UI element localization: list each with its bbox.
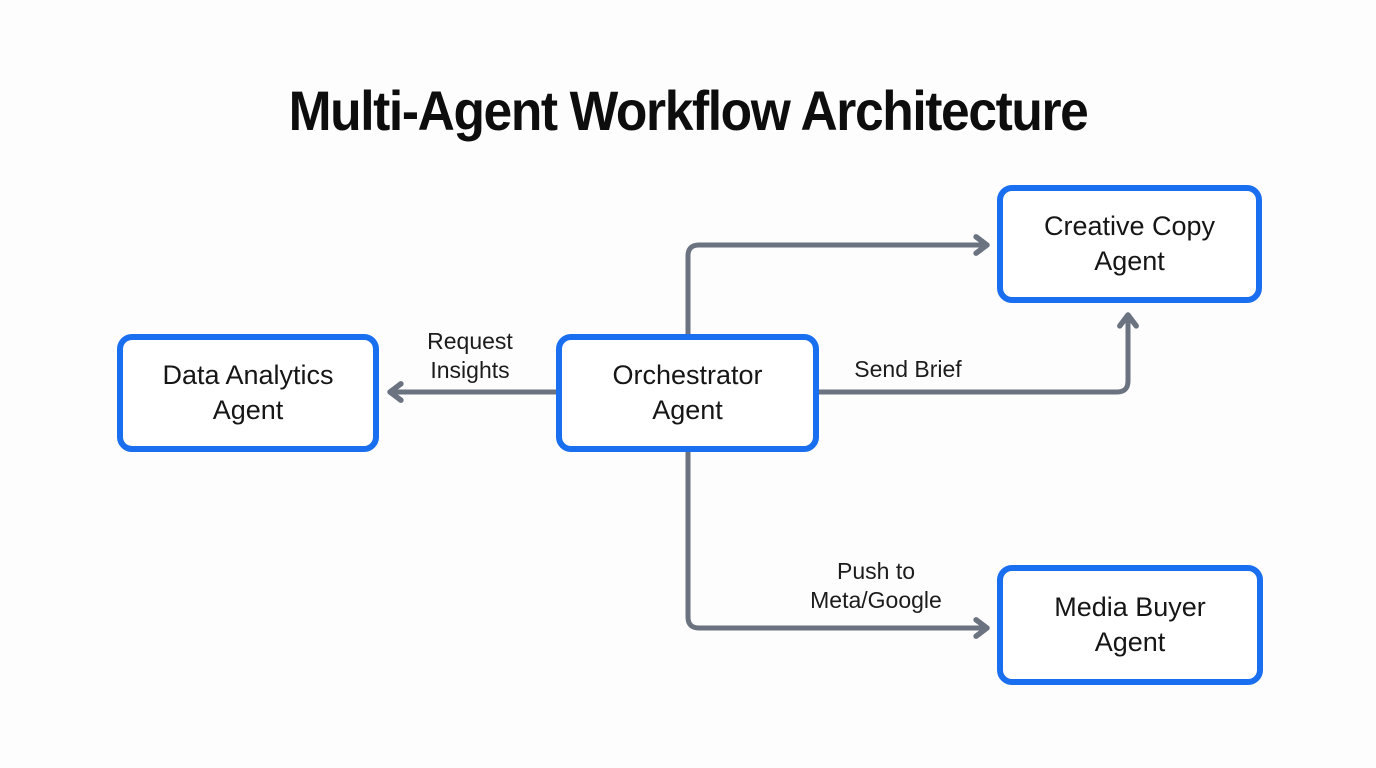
node-creative-copy-agent: Creative Copy Agent (997, 185, 1262, 303)
node-label: Creative Copy Agent (1043, 210, 1216, 276)
node-label: Media Buyer Agent (1054, 591, 1206, 657)
edge-label-send-brief: Send Brief (854, 356, 962, 382)
edge-push-to-media (685, 449, 990, 639)
node-label: Data Analytics Agent (162, 359, 334, 425)
node-label: Orchestrator Agent (612, 359, 763, 425)
node-orchestrator-agent: Orchestrator Agent (556, 334, 819, 452)
node-data-analytics-agent: Data Analytics Agent (117, 334, 379, 452)
edge-label-request-insights: Request Insights (427, 328, 513, 384)
edge-label-push-to-meta-google: Push to Meta/Google (810, 558, 942, 614)
node-media-buyer-agent: Media Buyer Agent (997, 565, 1263, 685)
diagram-title: Multi-Agent Workflow Architecture (288, 79, 1089, 142)
edge-send-brief (816, 312, 1139, 395)
edge-dispatch-copy (685, 234, 990, 337)
